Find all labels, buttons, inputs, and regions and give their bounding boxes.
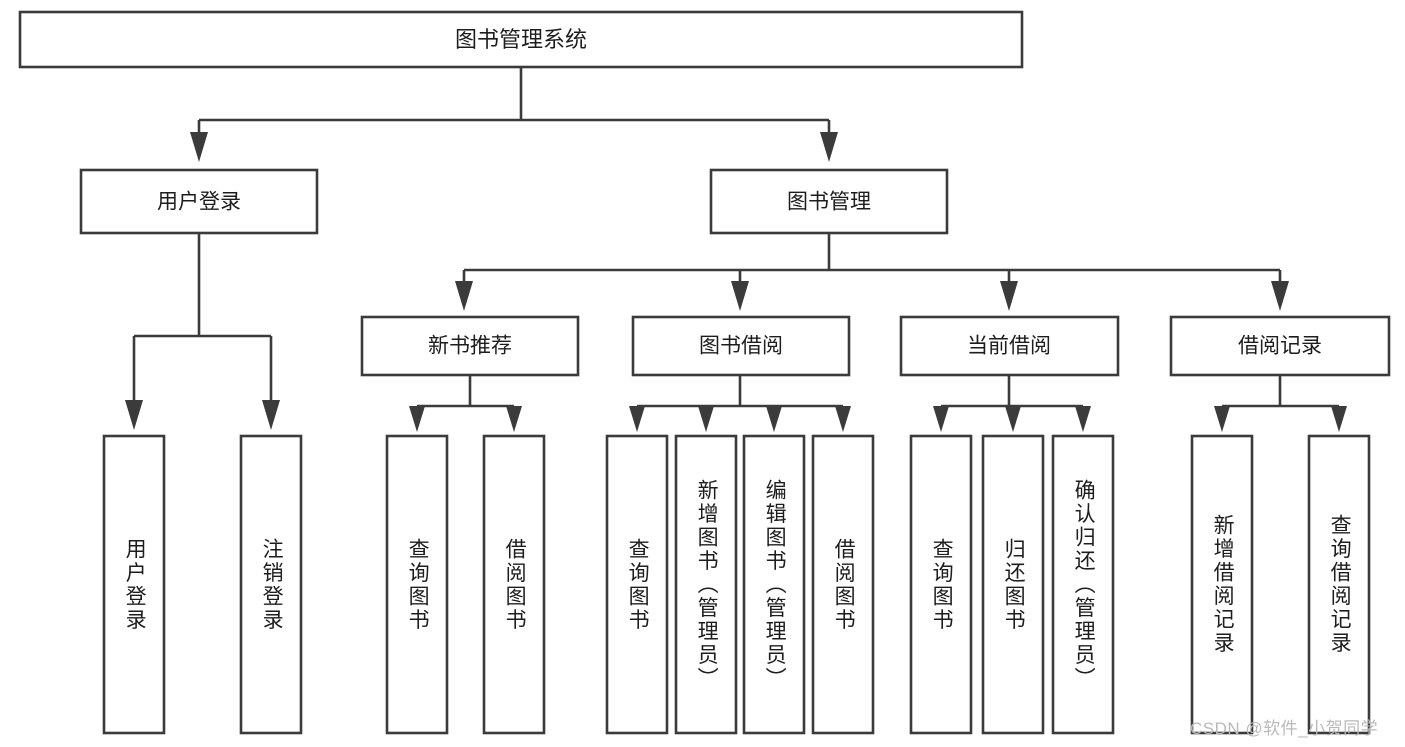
- node-new-book-recommend[interactable]: 新书推荐: [360, 315, 580, 377]
- arrowhead-nb-query-book: [409, 406, 425, 432]
- node-box-user-login[interactable]: [79, 168, 319, 235]
- arrowhead-bb-query-book: [629, 406, 645, 432]
- node-box-bb-edit-book[interactable]: [742, 434, 806, 735]
- leaf-box-group: [102, 434, 1371, 735]
- node-label-book-borrow: 图书借阅: [699, 335, 783, 358]
- arrowhead-cb-query-book: [933, 406, 949, 432]
- connector-group-new-book-recommend: [409, 375, 522, 432]
- node-label-root: 图书管理系统: [455, 27, 587, 52]
- arrowhead-bb-edit-book: [766, 406, 782, 432]
- arrowhead-bb-borrow-book: [835, 406, 851, 432]
- arrowhead-user-login: [190, 132, 208, 162]
- node-label-user-login: 用户登录: [157, 191, 241, 214]
- arrowhead-nb-borrow-book: [506, 406, 522, 432]
- connector-group-borrow-record: [1214, 375, 1347, 432]
- node-borrow-record[interactable]: 借阅记录: [1169, 315, 1391, 377]
- node-box-br-add-record[interactable]: [1190, 434, 1254, 735]
- connector-group-current-borrow: [933, 375, 1091, 432]
- connector-group-book-manage: [455, 233, 1289, 311]
- arrowhead-bb-add-book: [698, 406, 714, 432]
- arrowhead-book-manage: [820, 132, 838, 162]
- connector-group-root: [190, 67, 838, 162]
- node-user-login[interactable]: 用户登录: [79, 168, 319, 235]
- node-box-nb-borrow-book[interactable]: [482, 434, 546, 735]
- node-box-book-manage[interactable]: [709, 168, 949, 235]
- node-box-user-logout[interactable]: [239, 434, 303, 735]
- node-box-user-login-do[interactable]: [102, 434, 166, 735]
- node-label-current-borrow: 当前借阅: [967, 335, 1051, 358]
- connector-group-book-borrow: [629, 375, 851, 432]
- node-box-root[interactable]: [18, 10, 1024, 69]
- arrowhead-br-query-record: [1331, 406, 1347, 432]
- node-book-borrow[interactable]: 图书借阅: [631, 315, 851, 377]
- node-box-new-book-recommend[interactable]: [360, 315, 580, 377]
- node-label-new-book-recommend: 新书推荐: [428, 335, 512, 358]
- arrowhead-user-logout: [262, 400, 280, 430]
- node-box-cb-query-book[interactable]: [909, 434, 973, 735]
- node-box-book-borrow[interactable]: [631, 315, 851, 377]
- node-root-system[interactable]: 图书管理系统: [18, 10, 1024, 69]
- node-label-book-manage: 图书管理: [787, 191, 871, 214]
- node-box-current-borrow[interactable]: [899, 315, 1120, 377]
- node-box-borrow-record[interactable]: [1169, 315, 1391, 377]
- arrowhead-br-add-record: [1214, 406, 1230, 432]
- arrowhead-new-book-recommend: [455, 281, 473, 311]
- node-box-cb-return-book[interactable]: [981, 434, 1045, 735]
- arrowhead-cb-return-book: [1005, 406, 1021, 432]
- connector-group-user-login: [125, 233, 280, 430]
- arrowhead-user-login-do: [125, 400, 143, 430]
- node-label-borrow-record: 借阅记录: [1238, 335, 1322, 358]
- node-box-nb-query-book[interactable]: [385, 434, 449, 735]
- node-box-cb-confirm-return[interactable]: [1051, 434, 1115, 735]
- node-box-bb-add-book[interactable]: [674, 434, 738, 735]
- arrowhead-current-borrow: [1000, 281, 1018, 311]
- arrowhead-cb-confirm-return: [1075, 406, 1091, 432]
- node-box-br-query-record[interactable]: [1307, 434, 1371, 735]
- node-box-bb-query-book[interactable]: [605, 434, 669, 735]
- node-box-bb-borrow-book[interactable]: [811, 434, 875, 735]
- node-current-borrow[interactable]: 当前借阅: [899, 315, 1120, 377]
- arrowhead-book-borrow: [731, 281, 749, 311]
- arrowhead-borrow-record: [1271, 281, 1289, 311]
- csdn-watermark: CSDN @软件_小贺同学: [1190, 719, 1379, 738]
- node-book-manage[interactable]: 图书管理: [709, 168, 949, 235]
